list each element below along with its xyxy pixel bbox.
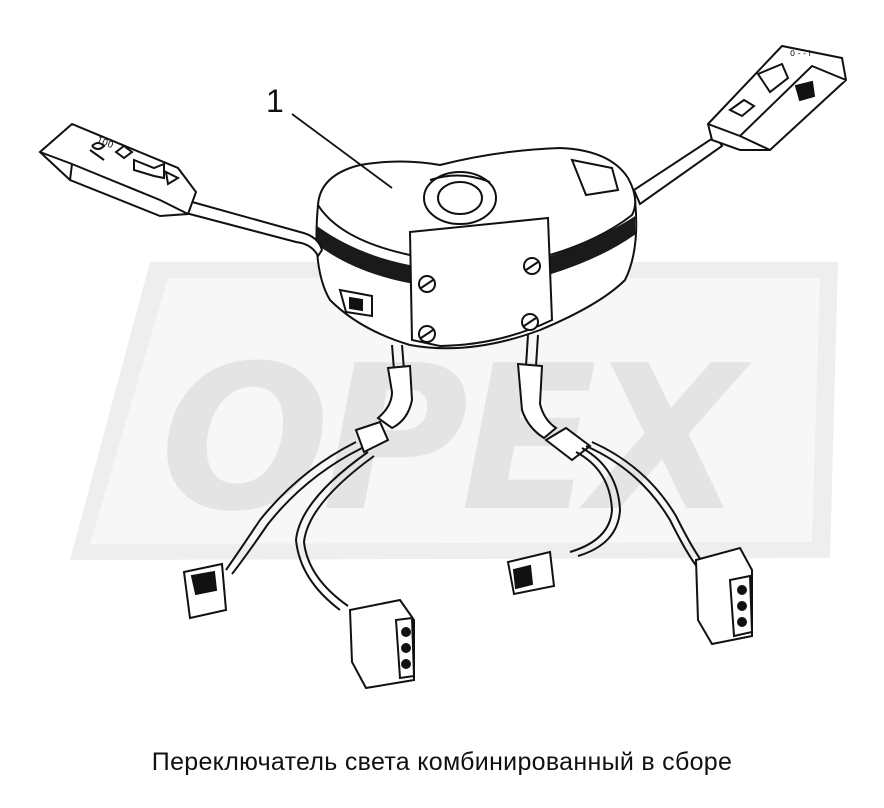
- left-harness: [182, 344, 416, 690]
- watermark-logo: OPEX: [70, 262, 838, 560]
- right-harness: [506, 334, 754, 646]
- switch-housing: [315, 146, 638, 350]
- left-lever: 100: [38, 122, 324, 258]
- svg-text:0 - - I: 0 - - I: [790, 49, 811, 58]
- callout-number: 1: [266, 83, 284, 119]
- right-lever: 0 - - I: [632, 44, 848, 206]
- watermark-text: OPEX: [160, 323, 752, 556]
- leader-line: [291, 113, 393, 189]
- callout-1: 1: [266, 83, 393, 189]
- figure-caption: Переключатель света комбинированный в сб…: [151, 748, 733, 776]
